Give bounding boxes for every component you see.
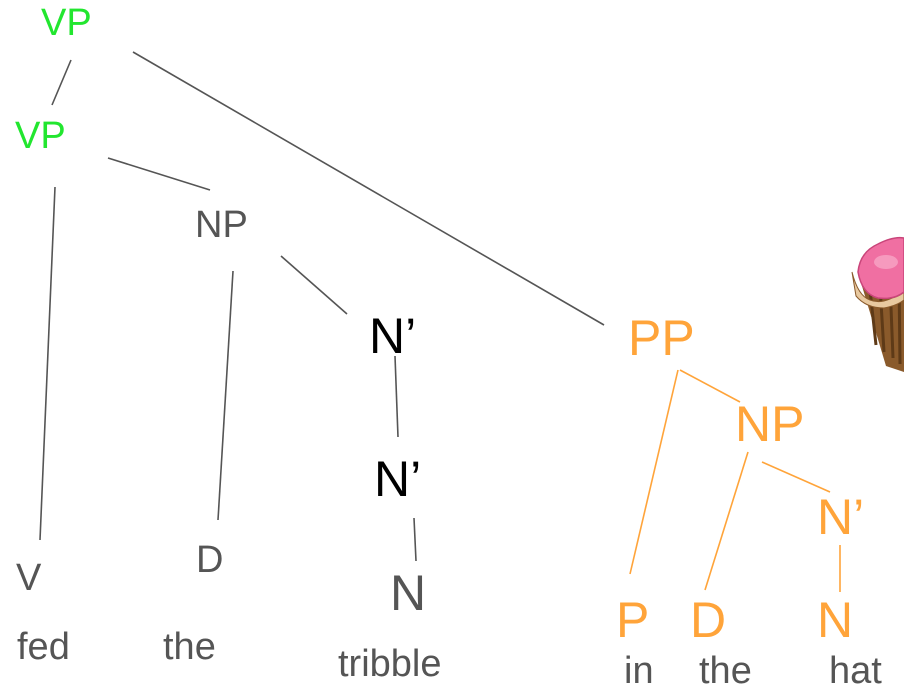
branch-vp-pp [132,51,605,326]
node-nbar-upper: N’ [369,308,417,364]
orange-branches [629,369,841,592]
word-tribble: tribble [338,643,442,685]
gray-branches [39,51,605,562]
branch-vp-v [39,186,56,541]
branch-pp-p [629,369,679,575]
word-fed: fed [17,626,70,668]
word-hat: hat [829,650,882,692]
node-v: V [16,557,42,599]
node-vp-inner: VP [15,115,66,157]
word-in: in [624,650,654,692]
branch-np-nbar-pp [761,461,831,493]
node-nbar-lower: N’ [374,451,422,507]
branch-pp-np [679,369,741,403]
node-n-pp: N [817,592,854,648]
node-d-object: D [196,539,224,581]
branch-np-d-pp [704,451,749,591]
node-d-pp: D [690,592,727,648]
branch-nbar-n [413,517,417,562]
branch-nbar-nbar [394,355,399,438]
cupcake-icon [851,236,904,372]
branch-np-nbar [280,255,348,315]
node-np-object: NP [195,204,248,246]
node-n-object: N [390,565,427,621]
node-np-pp: NP [735,396,805,452]
branch-vp-np [107,157,211,191]
branch-vp-vp [51,59,72,106]
word-the-1: the [163,626,216,668]
node-p: P [616,592,650,648]
node-nbar-pp: N’ [817,489,865,545]
word-the-2: the [699,650,752,692]
branch-np-d [217,270,234,521]
node-pp: PP [628,310,695,366]
node-vp-top: VP [41,2,92,44]
